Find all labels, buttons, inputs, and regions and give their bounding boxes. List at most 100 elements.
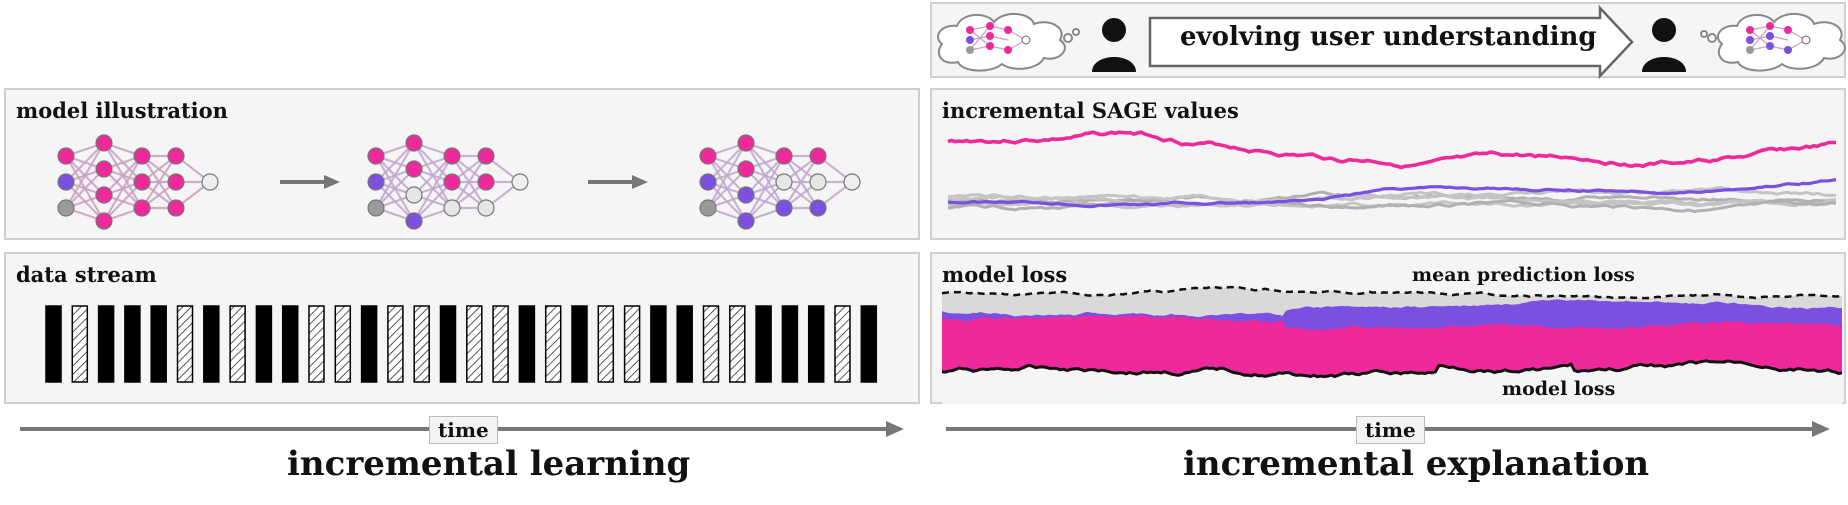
data-batch-solid: [203, 305, 220, 383]
network-node: [443, 147, 461, 165]
network-3: [699, 134, 861, 230]
network-node: [95, 186, 113, 204]
data-batch-hatched: [466, 305, 483, 383]
data-batch-hatched: [334, 305, 352, 383]
network-node: [809, 147, 827, 165]
network-node: [405, 160, 423, 178]
sage-line-purple: [947, 177, 1837, 209]
data-batch-hatched: [597, 305, 615, 383]
understanding-label: evolving user understanding: [1180, 22, 1597, 52]
data-batch-solid: [124, 305, 141, 383]
network-1: [57, 134, 219, 230]
network-node: [167, 173, 185, 191]
understanding-arrow: [1148, 4, 1634, 80]
caption-incremental-explanation: incremental explanation: [1183, 444, 1650, 484]
network-node: [133, 147, 151, 165]
network-node: [809, 199, 827, 217]
data-batch-solid: [150, 305, 167, 383]
person-icon-right: [1642, 18, 1686, 72]
data-batch-hatched: [834, 305, 851, 383]
data-batch-hatched: [176, 305, 194, 383]
data-batch-solid: [650, 305, 667, 383]
data-batch-solid: [571, 305, 588, 383]
data-batch-solid: [439, 305, 457, 383]
network-node: [95, 134, 113, 152]
data-batch-solid: [676, 305, 693, 383]
network-node: [843, 173, 861, 191]
sage-values-panel: incremental SAGE values: [930, 88, 1846, 240]
data-batch-hatched: [71, 305, 89, 383]
network-node: [95, 212, 113, 230]
network-node: [809, 173, 827, 191]
network-node: [405, 212, 423, 230]
banner-graphics: [936, 4, 1846, 80]
data-batch-hatched: [229, 305, 246, 383]
network-node: [775, 147, 793, 165]
transition-arrow: [280, 175, 340, 189]
network-node: [367, 199, 385, 217]
data-batch-solid: [97, 305, 115, 383]
data-batch-hatched: [413, 305, 430, 383]
pink-loss-area: [942, 315, 1842, 377]
network-node: [477, 147, 495, 165]
network-node: [737, 186, 755, 204]
network-node: [167, 147, 185, 165]
time-label-right: time: [1356, 416, 1425, 444]
data-batch-hatched: [729, 305, 746, 383]
network-node: [405, 186, 423, 204]
data-batch-solid: [255, 305, 273, 383]
data-batch-solid: [360, 305, 378, 383]
panel-title: data stream: [16, 262, 157, 287]
model-loss-line: [941, 359, 1843, 379]
sage-lines: [947, 130, 1837, 214]
model-illustration-panel: model illustration: [4, 88, 920, 240]
sage-line-pink: [947, 130, 1837, 170]
network-node: [775, 173, 793, 191]
network-node: [699, 147, 717, 165]
network-node: [443, 199, 461, 217]
network-illustrations: [57, 134, 861, 230]
data-stream-panel: data stream: [4, 252, 920, 404]
user-understanding-banner: evolving user understanding: [930, 2, 1846, 80]
network-node: [57, 173, 75, 191]
mean-loss-label: mean prediction loss: [1412, 264, 1635, 286]
data-batch-hatched: [387, 305, 404, 383]
data-batch-hatched: [308, 305, 325, 383]
data-batch-hatched: [702, 305, 720, 383]
network-node: [699, 173, 717, 191]
loss-areas: [941, 285, 1843, 404]
network-node: [57, 147, 75, 165]
panel-title: model illustration: [16, 98, 228, 123]
network-node: [511, 173, 529, 191]
network-node: [775, 199, 793, 217]
network-node: [737, 134, 755, 152]
caption-incremental-learning: incremental learning: [287, 444, 691, 484]
transition-arrow: [588, 175, 648, 189]
network-node: [477, 173, 495, 191]
network-node: [95, 160, 113, 178]
panel-title: incremental SAGE values: [942, 98, 1239, 123]
network-node: [699, 199, 717, 217]
data-batch-solid: [755, 305, 772, 383]
time-label-left: time: [429, 416, 498, 444]
network-node: [405, 134, 423, 152]
sage-line-grey: [947, 193, 1837, 208]
network-node: [201, 173, 219, 191]
network-node: [443, 173, 461, 191]
network-node: [477, 199, 495, 217]
network-node: [133, 199, 151, 217]
panel-title: model loss: [942, 262, 1068, 287]
data-batch-solid: [281, 305, 299, 383]
network-node: [133, 173, 151, 191]
data-batch-hatched: [544, 305, 562, 383]
network-node: [57, 199, 75, 217]
mean-prediction-loss-line: [941, 285, 1843, 300]
data-batch-hatched: [492, 305, 509, 383]
network-2: [367, 134, 529, 230]
data-batch-solid: [807, 305, 825, 383]
data-stream-bars: [45, 305, 878, 383]
data-batch-solid: [518, 305, 536, 383]
data-batch-solid: [860, 305, 878, 383]
model-loss-label: model loss: [1502, 378, 1616, 400]
data-batch-hatched: [623, 305, 641, 383]
